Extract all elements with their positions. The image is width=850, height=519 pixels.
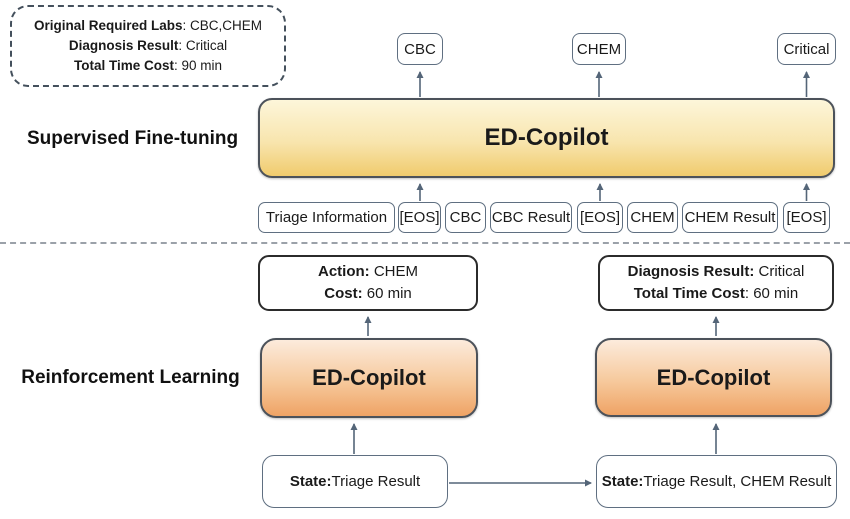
- rl-state-box-left: State: Triage Result: [262, 455, 448, 508]
- rl-state-left-label: State:: [289, 473, 332, 490]
- rl-state-left-value: Triage Result: [331, 473, 421, 490]
- summary-time-label: Total Time Cost: [73, 58, 174, 74]
- rl-section-label: Reinforcement Learning: [21, 367, 240, 388]
- sft-output-box-critical: Critical: [777, 33, 836, 65]
- rl-ed-copilot-left-label: ED-Copilot: [312, 365, 426, 390]
- summary-diagnosis-value: : Critical: [178, 37, 228, 53]
- sft-ed-copilot-label: ED-Copilot: [484, 124, 609, 151]
- rl-state-right-value: Triage Result, CHEM Result: [643, 473, 832, 490]
- rl-ed-copilot-right-label: ED-Copilot: [656, 364, 771, 390]
- token-box-chem: CHEM: [627, 202, 678, 233]
- token-box-eos-1: [EOS]: [398, 202, 441, 233]
- sft-ed-copilot-box: ED-Copilot: [258, 98, 835, 178]
- summary-time-value: : 90 min: [173, 58, 223, 74]
- sft-section-label: Supervised Fine-tuning: [26, 128, 239, 149]
- rl-total-time-value: : 60 min: [744, 285, 799, 302]
- rl-action-line: Action: CHEM: [318, 261, 418, 284]
- token-box-eos-3: [EOS]: [783, 202, 830, 233]
- sft-summary-box: Original Required Labs: CBC,CHEM Diagnos…: [10, 5, 286, 87]
- token-box-triage-information: Triage Information: [258, 202, 395, 233]
- sft-output-box-chem: CHEM: [572, 33, 626, 65]
- rl-diagnosis-label: Diagnosis Result:: [627, 262, 755, 280]
- rl-diagnosis-box: Diagnosis Result: Critical Total Time Co…: [598, 255, 834, 311]
- summary-labs-label: Original Required Labs: [33, 17, 183, 33]
- rl-total-time-label: Total Time Cost: [633, 285, 745, 302]
- summary-line-diagnosis: Diagnosis Result: Critical: [69, 36, 227, 56]
- token-box-chem-result: CHEM Result: [682, 202, 778, 233]
- summary-diagnosis-label: Diagnosis Result: [68, 37, 179, 53]
- section-divider: [0, 242, 850, 244]
- rl-cost-value: 60 min: [362, 285, 412, 302]
- token-box-cbc: CBC: [445, 202, 486, 233]
- rl-cost-label: Cost:: [324, 285, 363, 302]
- token-box-cbc-result: CBC Result: [490, 202, 572, 233]
- token-box-eos-2: [EOS]: [577, 202, 623, 233]
- summary-labs-value: : CBC,CHEM: [182, 17, 263, 33]
- rl-action-label: Action:: [317, 262, 370, 280]
- rl-diagnosis-line: Diagnosis Result: Critical: [628, 261, 805, 284]
- rl-total-time-line: Total Time Cost: 60 min: [634, 283, 798, 306]
- rl-state-box-right: State: Triage Result, CHEM Result: [596, 455, 837, 508]
- rl-ed-copilot-box-right: ED-Copilot: [595, 338, 832, 417]
- rl-diagnosis-value: Critical: [754, 262, 805, 280]
- rl-ed-copilot-box-left: ED-Copilot: [260, 338, 478, 418]
- rl-action-box: Action: CHEM Cost: 60 min: [258, 255, 478, 311]
- summary-line-labs: Original Required Labs: CBC,CHEM: [34, 16, 262, 36]
- rl-cost-line: Cost: 60 min: [324, 283, 412, 306]
- rl-action-value: CHEM: [369, 262, 418, 280]
- rl-state-right-label: State:: [601, 473, 644, 490]
- sft-output-box-cbc: CBC: [397, 33, 443, 65]
- summary-line-time: Total Time Cost: 90 min: [74, 56, 222, 76]
